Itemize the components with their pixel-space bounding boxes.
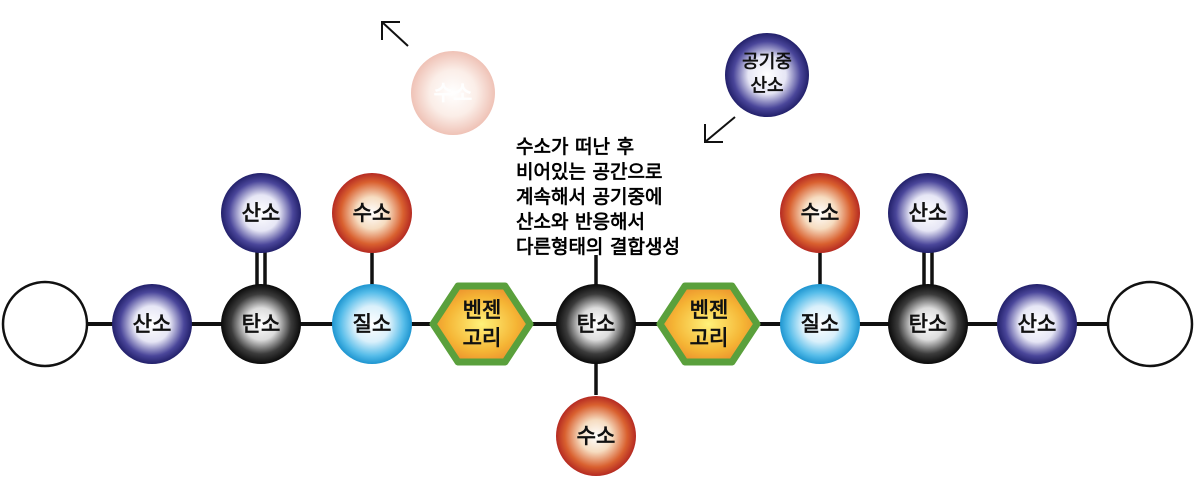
atom-label: 질소: [801, 312, 840, 336]
chain-end-right: [1106, 280, 1194, 368]
atom-hydrogen-bottom: 수소: [556, 396, 636, 476]
atom-hydrogen-left: 수소: [332, 173, 412, 253]
atom-hydrogen-right: 수소: [780, 173, 860, 253]
air-oxygen-label-line1: 공기중: [742, 52, 792, 73]
atom-oxygen-double-bonded-left: 산소: [221, 173, 301, 253]
atom-label: 산소: [909, 201, 948, 225]
atom-label: 산소: [242, 201, 281, 225]
annotation-line-2: 비어있는 공간으로: [516, 161, 662, 183]
annotation-line-3: 계속해서 공기중에: [516, 186, 662, 208]
annotation-line-5: 다른형태의 결합생성: [516, 236, 680, 258]
atom-nitrogen-2: 질소: [780, 284, 860, 364]
atom-label: 수소: [434, 81, 473, 105]
benzene-label-line1: 벤젠: [463, 298, 502, 322]
atom-carbon-center: 탄소: [556, 284, 636, 364]
atom-label: 산소: [1018, 312, 1057, 336]
atom-label: 산소: [133, 312, 172, 336]
atom-label: 질소: [353, 312, 392, 336]
annotation-line-1: 수소가 떠난 후: [516, 136, 634, 158]
atom-label: 수소: [801, 201, 840, 225]
atom-hydrogen-departing: 수소: [411, 51, 495, 135]
benzene-label-line1: 벤젠: [690, 298, 729, 322]
atom-carbon-1: 탄소: [221, 284, 301, 364]
atom-label: 탄소: [909, 312, 948, 336]
arrow-up-left-icon: [381, 21, 409, 47]
benzene-label-line2: 고리: [690, 326, 729, 350]
benzene-label-line2: 고리: [463, 326, 502, 350]
atom-label: 수소: [353, 201, 392, 225]
air-oxygen-label-line2: 산소: [750, 76, 783, 97]
atom-label: 탄소: [242, 312, 281, 336]
atom-oxygen-1: 산소: [112, 284, 192, 364]
chain-end-left: [1, 280, 89, 368]
atom-oxygen-2: 산소: [997, 284, 1077, 364]
double-bond-right: [922, 250, 934, 290]
annotation-line-4: 산소와 반응해서: [516, 211, 645, 233]
double-bond-left: [255, 250, 267, 290]
atom-oxygen-double-bonded-right: 산소: [888, 173, 968, 253]
atom-label: 탄소: [577, 312, 616, 336]
arrow-down-left-icon: [704, 116, 736, 143]
benzene-ring-1: 벤젠 고리: [429, 282, 534, 366]
atom-nitrogen-1: 질소: [332, 284, 412, 364]
atom-air-oxygen: 공기중 산소: [725, 33, 809, 117]
annotation-text: 수소가 떠난 후 비어있는 공간으로 계속해서 공기중에 산소와 반응해서 다른…: [516, 136, 680, 258]
atom-label: 수소: [577, 424, 616, 448]
benzene-ring-2: 벤젠 고리: [656, 282, 761, 366]
atom-carbon-2: 탄소: [888, 284, 968, 364]
